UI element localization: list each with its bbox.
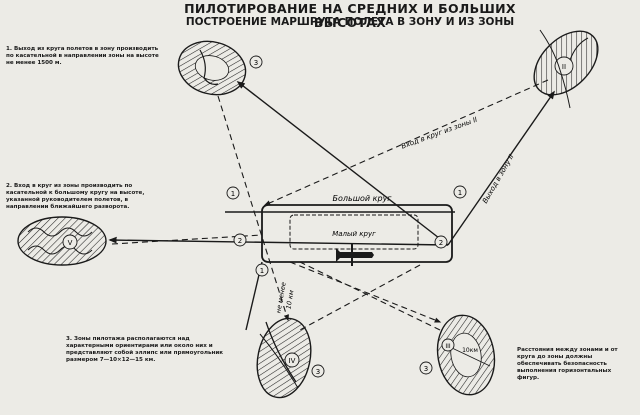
marker-1-left: 1 xyxy=(231,190,235,198)
marker-2-left: 2 xyxy=(238,237,242,245)
route-out-label: Выход в зону II xyxy=(481,153,516,205)
zone-3-marker: 3 xyxy=(424,365,428,373)
zone-4-marker: 3 xyxy=(316,368,320,376)
route-in-label: Вход в круг из зоны II xyxy=(400,116,478,151)
note-zone-layout: 3. Зоны пилотажа располагаются над харак… xyxy=(66,336,224,363)
note-zone-distance: Расстояния между зонами и от круга до зо… xyxy=(517,347,618,381)
distance-label-2: 10 км xyxy=(284,289,295,309)
zone-3-distance: 10км xyxy=(462,347,478,354)
marker-1-bottom: 1 xyxy=(260,267,264,275)
zone-1-marker: 3 xyxy=(254,59,258,67)
zone-4: IV 3 xyxy=(256,317,325,399)
aircraft-icon xyxy=(336,244,374,266)
zone-3: 10км III 3 xyxy=(419,314,496,396)
page-title: ПИЛОТИРОВАНИЕ НА СРЕДНИХ И БОЛЬШИХ ВЫСОТ… xyxy=(184,1,516,30)
zone-1: 3 xyxy=(177,40,263,96)
zone-2-label: II xyxy=(562,63,566,71)
note-enter-circle: 2. Вход в круг из зоны производить по ка… xyxy=(6,183,145,210)
page-subtitle: ПОСТРОЕНИЕ МАРШРУТА ПОЛЕТА В ЗОНУ И ИЗ З… xyxy=(185,16,515,28)
zone-5: V xyxy=(17,216,107,266)
small-circle-label: Малый круг xyxy=(332,230,376,238)
marker-2-right: 2 xyxy=(439,239,443,247)
solid-routes xyxy=(108,80,555,331)
zone-2: II xyxy=(533,29,599,109)
note-exit-to-zone: 1. Выход из круга полетов в зону произво… xyxy=(6,46,159,66)
marker-1-right: 1 xyxy=(458,189,462,197)
big-circle-label: Большой круг xyxy=(332,194,392,203)
zone-5-label: V xyxy=(68,239,73,247)
small-circle: Малый круг xyxy=(289,214,419,250)
route-markers: 1 2 1 1 2 xyxy=(226,185,467,277)
zone-4-label: IV xyxy=(289,357,296,365)
big-circle: Большой круг xyxy=(261,194,453,263)
zone-3-label: III xyxy=(445,343,451,350)
